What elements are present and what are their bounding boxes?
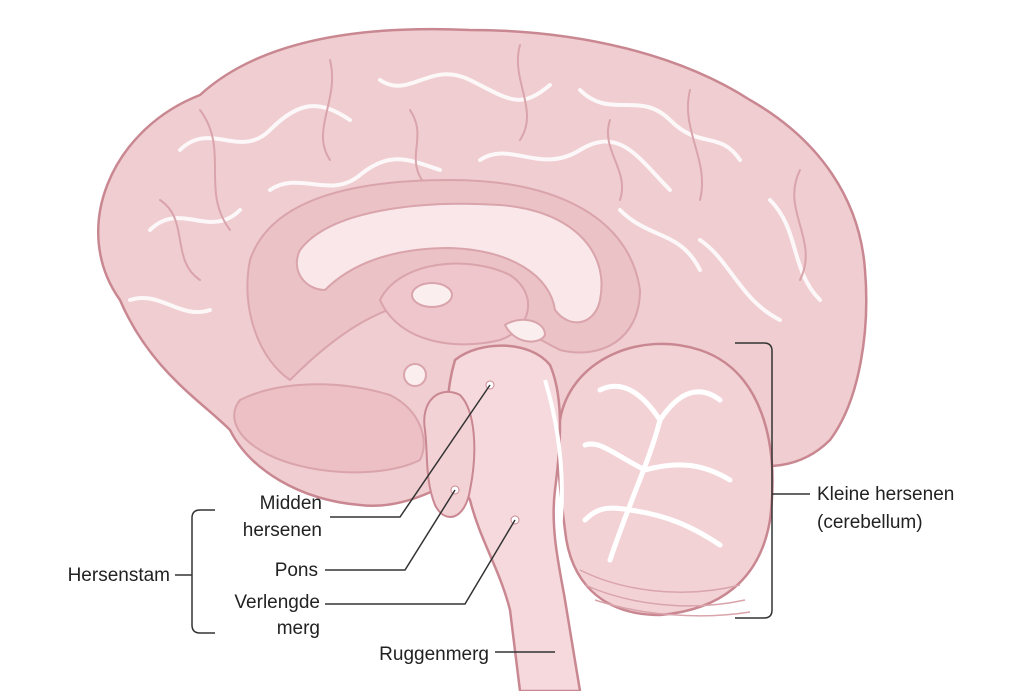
label-brainstem: Hersenstam	[68, 565, 170, 586]
label-midbrain-line2: hersenen	[243, 520, 322, 541]
leader-midbrain	[330, 384, 491, 518]
leader-medulla	[325, 519, 516, 605]
label-medulla-line2: merg	[277, 618, 320, 639]
leader-lines	[175, 384, 810, 653]
arbor-vitae	[582, 383, 733, 563]
sulci	[159, 44, 807, 281]
label-pons: Pons	[275, 560, 318, 581]
label-midbrain-line1: Midden	[260, 493, 322, 514]
leader-pons	[325, 489, 456, 571]
label-spinal-cord: Ruggenmerg	[379, 644, 489, 665]
pineal-area	[503, 318, 547, 343]
label-cerebellum-line1: Kleine hersenen	[817, 484, 954, 505]
hypothalamus-nucleus	[403, 363, 427, 387]
cerebellum	[556, 342, 774, 617]
temporal-lobe	[233, 383, 425, 474]
corpus-callosum	[295, 202, 603, 324]
label-cerebellum-line2: (cerebellum)	[817, 512, 923, 533]
interthalamic-adhesion	[411, 282, 453, 308]
fourth-ventricle-edge	[543, 379, 564, 531]
cerebellum-folia	[579, 569, 751, 617]
pons-bulge	[423, 390, 476, 518]
label-medulla-line1: Verlengde	[234, 592, 320, 613]
thalamus	[378, 262, 529, 346]
brainstem-bracket	[191, 509, 215, 634]
cerebellum-bracket	[735, 342, 773, 619]
